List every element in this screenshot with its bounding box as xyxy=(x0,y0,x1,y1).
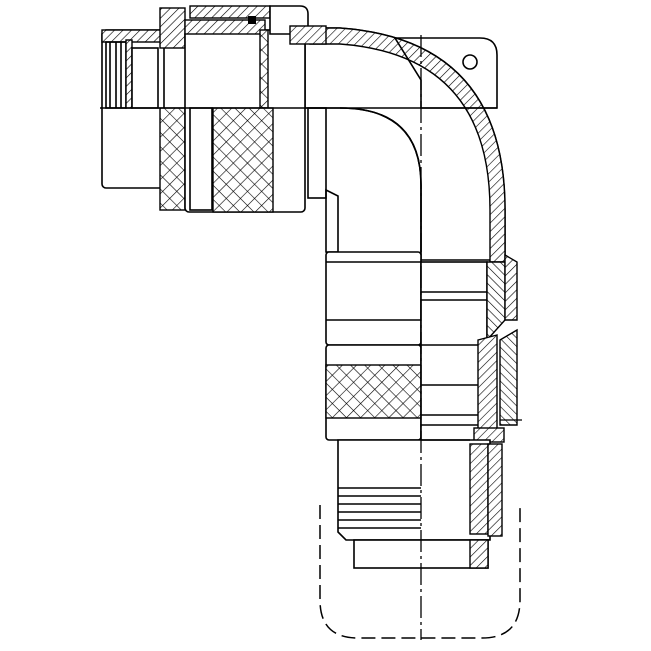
lower-body xyxy=(325,251,518,446)
thread-lines xyxy=(338,487,421,529)
left-connector xyxy=(101,5,327,213)
seal-ring xyxy=(248,16,256,24)
cable-outline xyxy=(319,505,521,639)
cable-gland xyxy=(337,439,503,569)
elbow-body xyxy=(304,27,506,263)
mounting-hole xyxy=(462,54,478,70)
